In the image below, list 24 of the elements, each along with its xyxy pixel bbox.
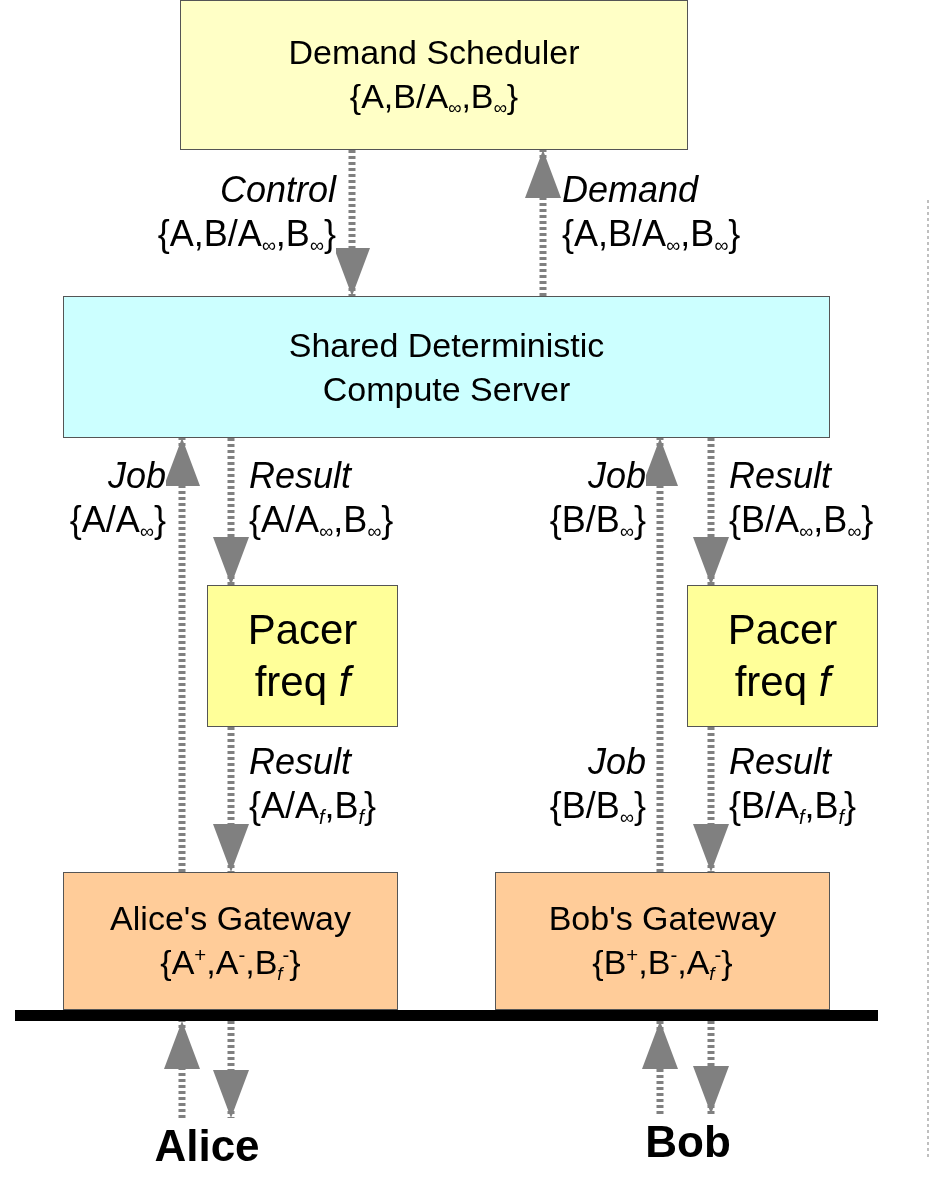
gateway-box (495, 872, 830, 1010)
box-title: Bob's Gateway (548, 897, 777, 939)
arrow (334, 150, 370, 296)
box-title: Shared Deterministic Compute Server (287, 324, 606, 410)
pacer-box (687, 585, 878, 727)
arrow (213, 438, 249, 585)
server-box (63, 296, 830, 438)
network-bus (15, 1010, 878, 1021)
arrow (525, 150, 561, 296)
box-subtitle: {B$^{+}$,B$^{-}$,A$_{f}$$^{-}$} (592, 942, 733, 986)
box-title: Demand Scheduler (288, 31, 580, 73)
arrow (693, 438, 729, 585)
person-label: Alice (154, 1120, 260, 1173)
box-title: Pacer freq f (246, 604, 359, 707)
box-subtitle: {A,B/A$_{∞}$,B$_{∞}$} (349, 76, 519, 120)
box-subtitle: {A$^{+}$,A$^{-}$,B$_{f}$$^{-}$} (160, 942, 301, 986)
gateway-box (63, 872, 398, 1010)
box-title: Pacer freq f (726, 604, 839, 707)
box-title: Alice's Gateway (110, 897, 351, 939)
scheduler-box (180, 0, 688, 150)
arrow (693, 727, 729, 872)
arrow (213, 727, 249, 872)
pacer-box (207, 585, 398, 727)
person-label: Bob (645, 1116, 731, 1169)
